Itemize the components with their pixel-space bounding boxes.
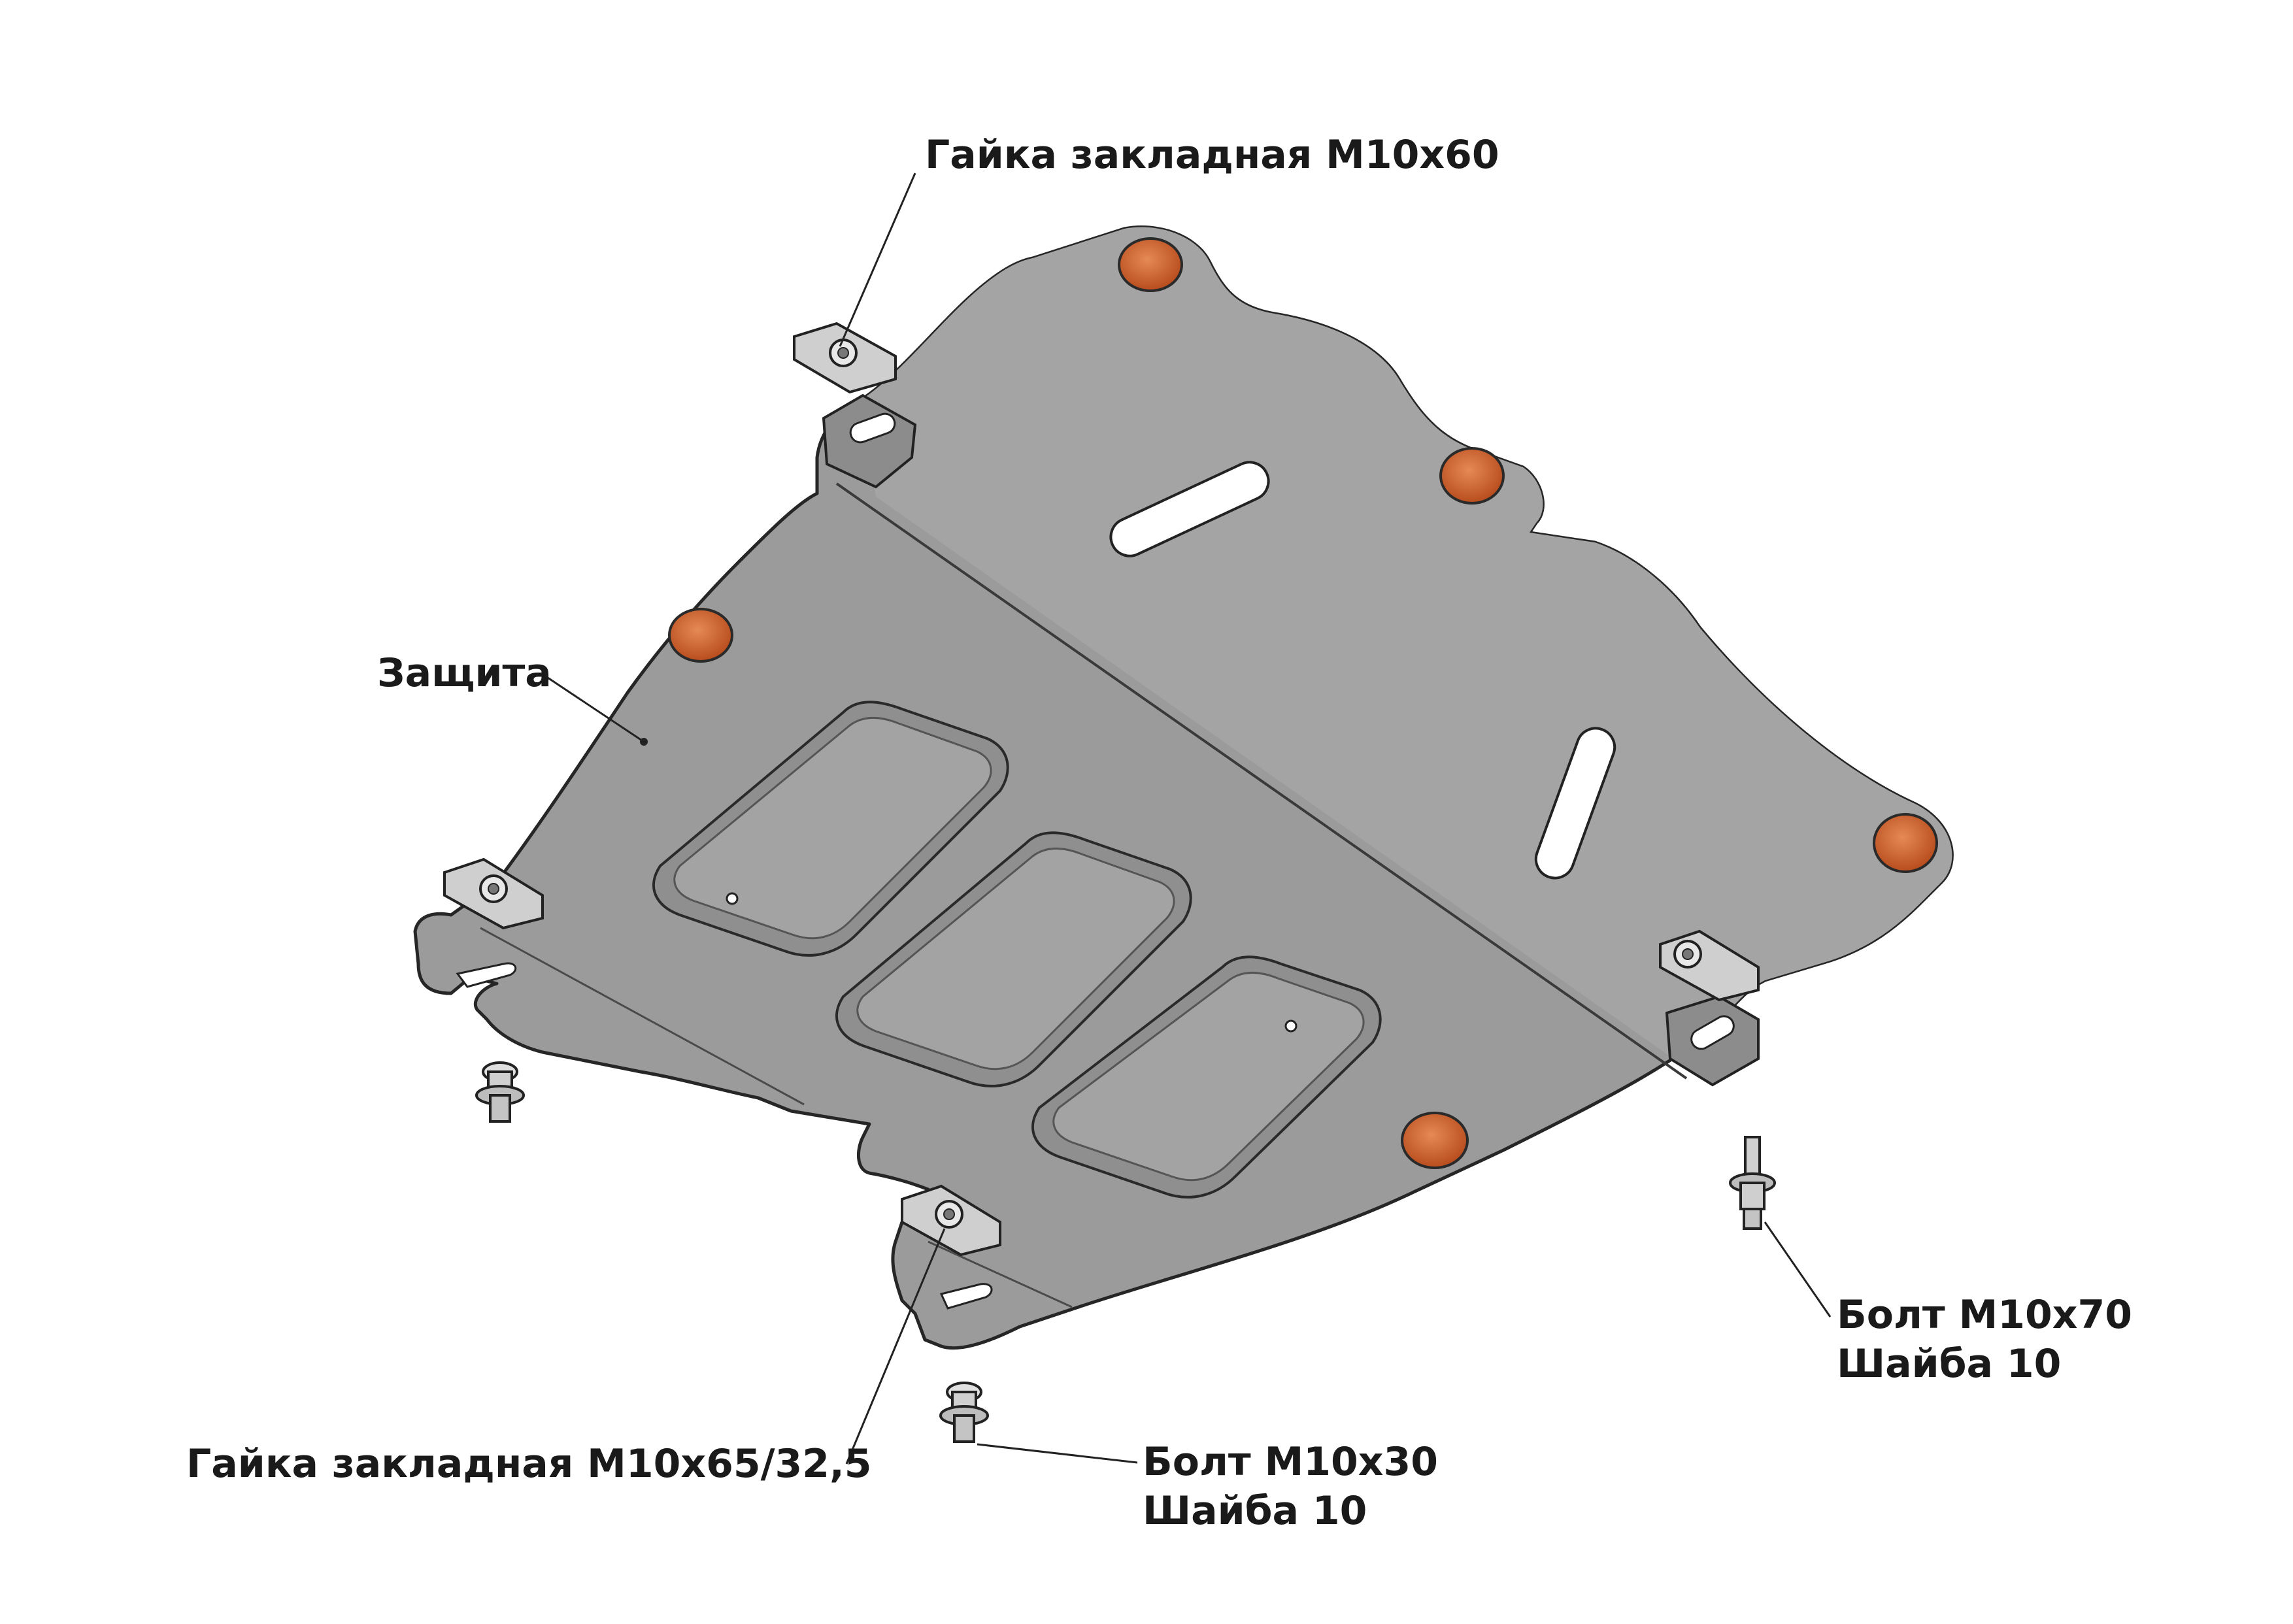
edge-cutout-bottom [939, 1283, 993, 1310]
embedded-nut-top [793, 322, 897, 394]
label-embedded-nut-top-text: Гайка закладная М10х60 [925, 132, 1499, 178]
embedded-nut-right [1659, 929, 1760, 1002]
label-guard-text: Защита [377, 650, 552, 696]
label-bolt-m10x70-text: Болт М10х70 [1837, 1292, 2132, 1338]
slot-right [1534, 727, 1616, 880]
leader-nut-top [839, 173, 916, 347]
rubber-plug [1118, 237, 1183, 292]
label-bolt-m10x30: Болт М10х30 Шайба 10 [1143, 1438, 1438, 1536]
stiffener-recess-2 [835, 831, 1192, 1087]
label-embedded-nut-bottom-text: Гайка закладная М10х65/32,5 [186, 1441, 872, 1487]
label-washer-right-text: Шайба 10 [1837, 1341, 2062, 1387]
mount-tab-right [1665, 995, 1760, 1087]
bolt-m10x30 [939, 1382, 989, 1443]
leader-guard [545, 675, 644, 743]
leader-bolt-m10x30 [977, 1443, 1138, 1464]
bolt-m10x70 [1729, 1136, 1776, 1230]
bend-line-bottom [928, 1240, 1073, 1308]
mount-tab-top [822, 393, 917, 489]
leader-lines [545, 173, 1832, 1465]
leader-guard-dot [640, 738, 648, 746]
leader-bolt-m10x70 [1764, 1221, 1832, 1317]
label-washer-bottom-text: Шайба 10 [1143, 1488, 1367, 1534]
slot-upper [1109, 461, 1270, 557]
stiffener-recess-1 [652, 701, 1009, 957]
embedded-nut-bottom [901, 1184, 1001, 1257]
label-guard: Защита [377, 649, 552, 698]
bend-line [835, 482, 1688, 1080]
embedded-nut-left [443, 857, 544, 930]
stiffener-recess-3 [1031, 955, 1382, 1199]
leader-nut-bottom [845, 1228, 946, 1465]
rubber-plugs [668, 237, 1938, 1169]
bolt-left [475, 1061, 525, 1123]
rubber-plug [1401, 1112, 1469, 1169]
rubber-plug [1873, 813, 1938, 873]
label-embedded-nut-bottom: Гайка закладная М10х65/32,5 [186, 1440, 872, 1489]
bend-line-left [480, 927, 805, 1106]
label-embedded-nut-top: Гайка закладная М10х60 [925, 131, 1499, 180]
label-bolt-m10x30-text: Болт М10х30 [1143, 1439, 1438, 1485]
skid-plate-upper-face [863, 227, 1952, 1059]
label-bolt-m10x70: Болт М10х70 Шайба 10 [1837, 1291, 2132, 1389]
rubber-plug [668, 608, 733, 663]
edge-cutout-left [456, 962, 517, 988]
rubber-plug [1439, 447, 1505, 505]
